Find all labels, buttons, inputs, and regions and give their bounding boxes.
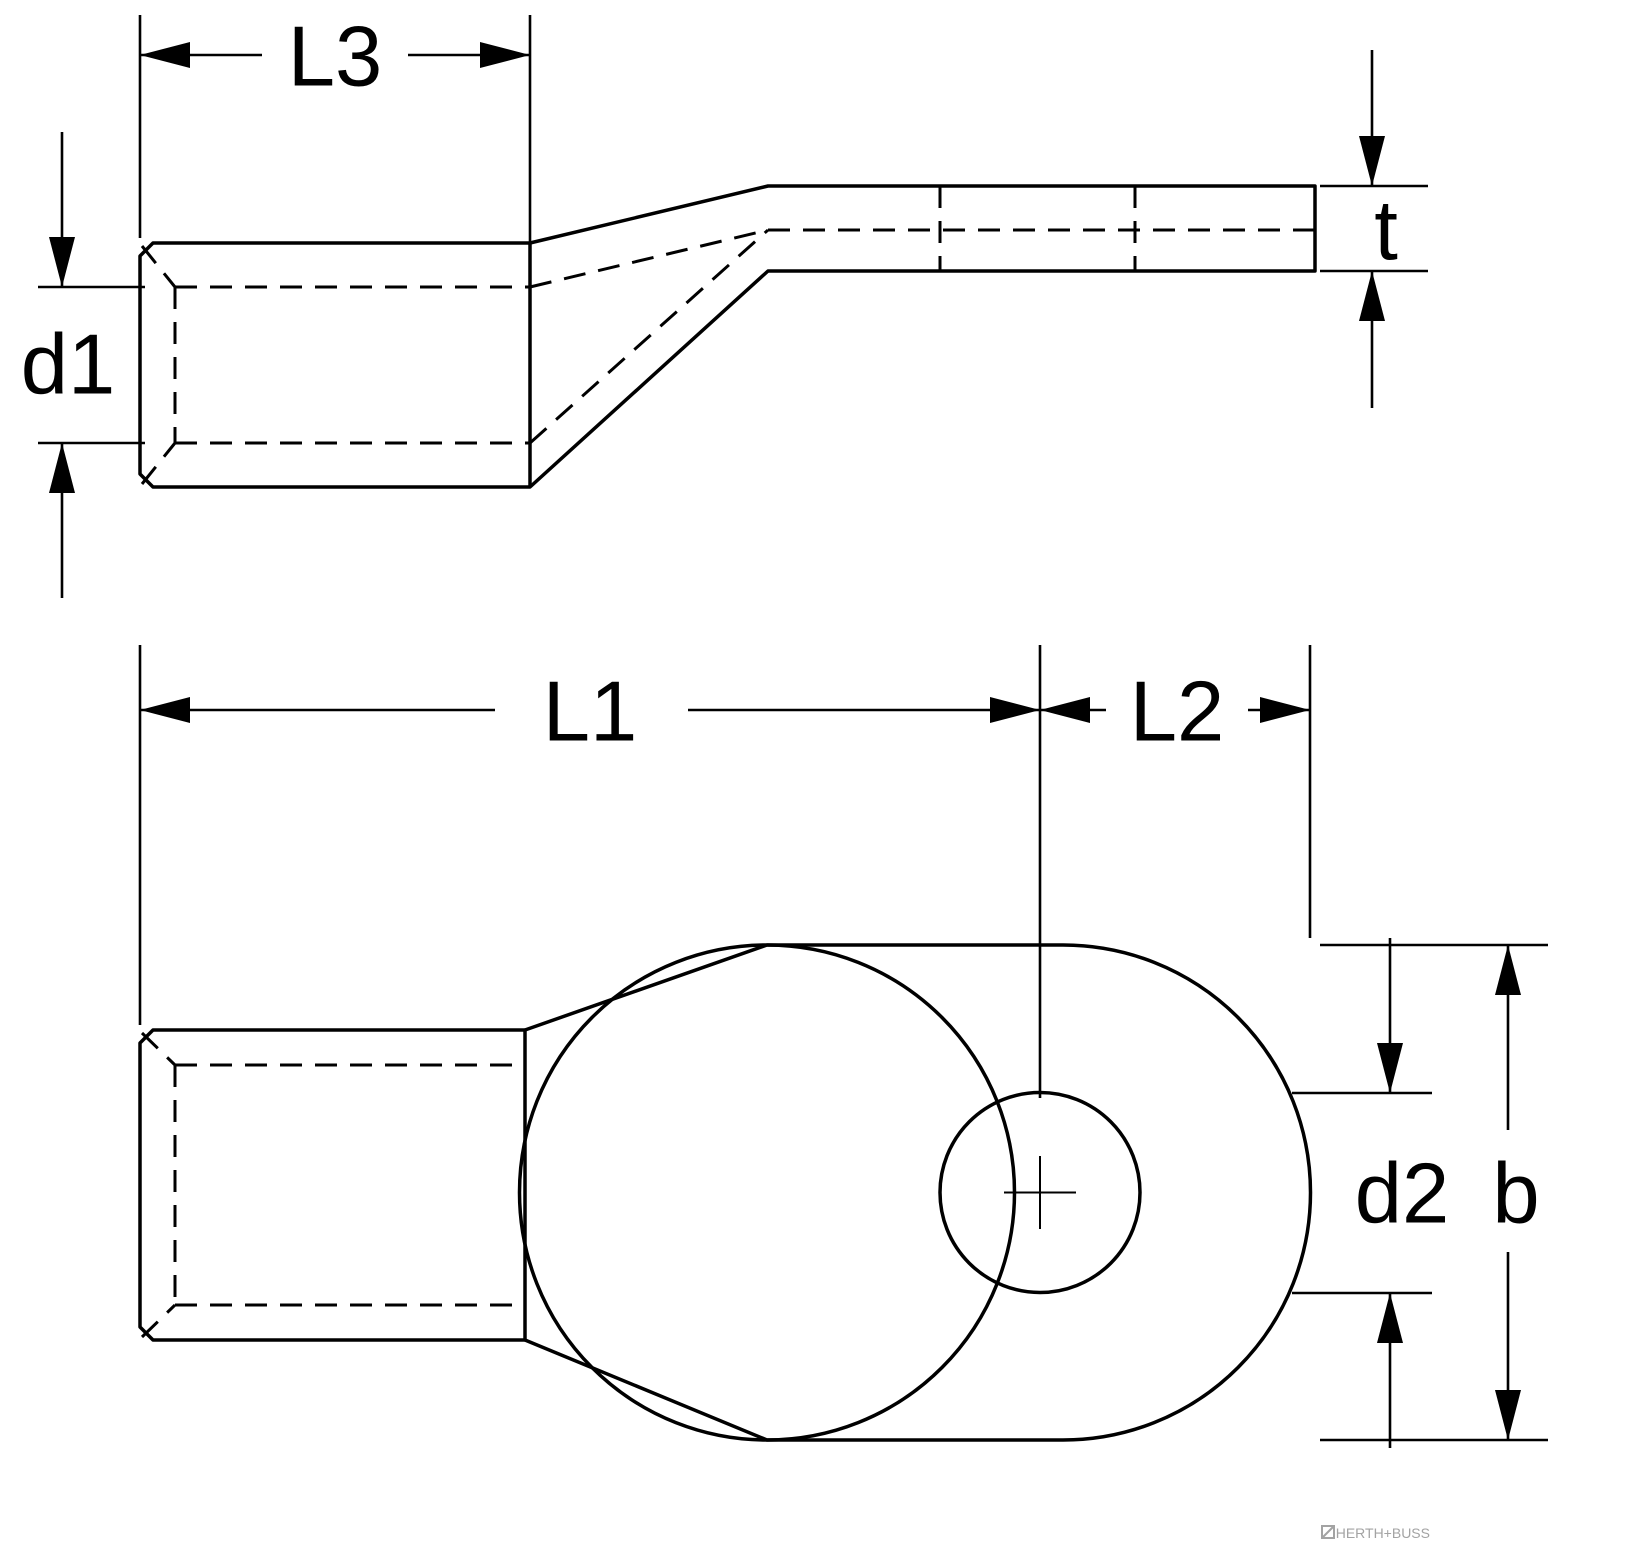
arrowhead-up bbox=[49, 443, 75, 493]
arrowhead-right bbox=[480, 42, 530, 68]
dimension-d1: d1 bbox=[21, 132, 145, 598]
watermark-brand-text: HERTH+BUSS bbox=[1336, 1525, 1430, 1541]
dim-label-d2: d2 bbox=[1355, 1147, 1450, 1242]
arrowhead-right bbox=[1260, 697, 1310, 723]
dim-label-l3: L3 bbox=[288, 10, 383, 105]
watermark-logo-icon bbox=[1321, 1525, 1335, 1539]
arrowhead-down bbox=[1495, 1390, 1521, 1440]
side-view: L3 d1 t bbox=[21, 10, 1428, 598]
dim-label-d1: d1 bbox=[21, 318, 116, 413]
dim-label-b: b bbox=[1492, 1147, 1539, 1242]
dimension-d2: d2 bbox=[1292, 938, 1449, 1448]
dimension-t: t bbox=[1320, 50, 1428, 408]
chamfer-hidden-line-bottom bbox=[140, 442, 177, 485]
arrowhead-up bbox=[1377, 1293, 1403, 1343]
arrowhead-up bbox=[1495, 945, 1521, 995]
tongue-outline bbox=[524, 943, 1313, 1442]
arrowhead-left bbox=[140, 697, 190, 723]
chamfer-hidden-line-top bbox=[140, 1031, 177, 1067]
dim-label-l1: L1 bbox=[543, 665, 638, 760]
arrowhead-left bbox=[1040, 697, 1090, 723]
dimension-l2: L2 bbox=[1040, 645, 1312, 938]
dimension-b: b bbox=[1320, 943, 1548, 1442]
dim-label-l2: L2 bbox=[1130, 665, 1225, 760]
side-view-outline bbox=[138, 184, 1317, 489]
transition-hidden-line-bottom bbox=[528, 228, 770, 445]
arrowhead-down bbox=[1359, 136, 1385, 186]
plan-view: L1 L2 d2 b bbox=[138, 645, 1548, 1448]
arrowhead-left bbox=[140, 42, 190, 68]
plan-view-part bbox=[138, 943, 1313, 1442]
side-view-part bbox=[138, 184, 1317, 489]
dimension-l3: L3 bbox=[138, 10, 532, 243]
arrowhead-down bbox=[49, 237, 75, 287]
watermark: HERTH+BUSS bbox=[1321, 1525, 1430, 1541]
arrowhead-up bbox=[1359, 271, 1385, 321]
arrowhead-right bbox=[990, 697, 1040, 723]
dimension-l1: L1 bbox=[138, 645, 1042, 1098]
dim-label-t: t bbox=[1374, 184, 1398, 279]
chamfer-hidden-line-bottom bbox=[140, 1303, 177, 1339]
watermark-logo-icon-diagonal bbox=[1321, 1525, 1335, 1539]
barrel-outline bbox=[138, 1028, 527, 1342]
chamfer-hidden-line-top bbox=[140, 245, 177, 288]
arrowhead-down bbox=[1377, 1043, 1403, 1093]
transition-hidden-line-top bbox=[529, 228, 769, 289]
